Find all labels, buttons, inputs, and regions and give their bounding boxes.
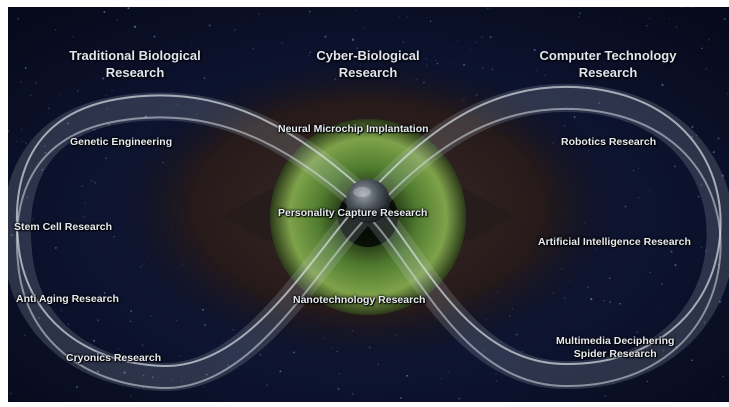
heading-cyber-biological: Cyber-Biological Research xyxy=(316,48,420,80)
heading-traditional-biological: Traditional Biological Research xyxy=(69,48,201,80)
label-cryonics-research: Cryonics Research xyxy=(66,352,162,364)
label-genetic-engineering: Genetic Engineering xyxy=(70,136,173,148)
label-stem-cell-research: Stem Cell Research xyxy=(14,221,113,233)
center-sphere xyxy=(346,179,390,223)
background-artwork xyxy=(8,7,729,402)
label-multimedia-spider: Multimedia Deciphering Spider Research xyxy=(556,335,675,360)
label-ai-research: Artificial Intelligence Research xyxy=(538,236,691,248)
label-nanotechnology: Nanotechnology Research xyxy=(293,294,426,306)
label-robotics-research: Robotics Research xyxy=(561,136,657,148)
heading-computer-technology: Computer Technology Research xyxy=(539,48,677,80)
label-neural-microchip: Neural Microchip Implantation xyxy=(278,123,429,135)
infinity-diagram: Traditional Biological Research Cyber-Bi… xyxy=(8,7,729,402)
label-anti-aging-research: Anti Aging Research xyxy=(16,293,119,305)
label-personality-capture: Personality Capture Research xyxy=(278,207,428,219)
